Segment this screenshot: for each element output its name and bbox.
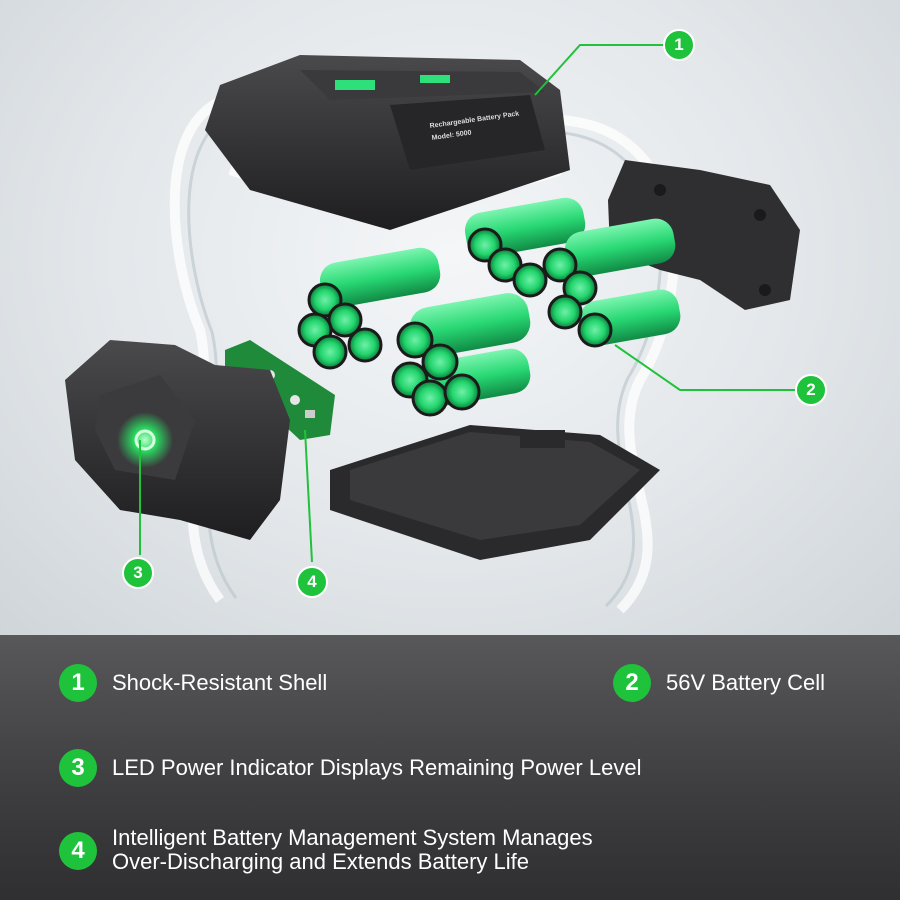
side-plate <box>608 160 800 310</box>
legend-badge-2: 2 <box>613 664 651 702</box>
legend-item-4-line2: Over-Discharging and Extends Battery Lif… <box>112 849 529 874</box>
exploded-battery-photo: Rechargeable Battery Pack Model: 5000 <box>0 0 900 635</box>
legend-badge-3: 3 <box>59 749 97 787</box>
end-cap <box>65 340 290 540</box>
legend-badge-1: 1 <box>59 664 97 702</box>
legend-badge-4: 4 <box>59 832 97 870</box>
battery-exploded-view: Rechargeable Battery Pack Model: 5000 <box>65 44 800 608</box>
callout-lines <box>139 44 795 563</box>
callout-badge-1: 1 <box>663 29 695 61</box>
callout-badge-4: 4 <box>296 566 328 598</box>
callout-badge-3: 3 <box>122 557 154 589</box>
legend-item-2-text: 56V Battery Cell <box>666 670 825 695</box>
battery-cell-packs <box>297 197 681 417</box>
legend-item-1-text: Shock-Resistant Shell <box>112 670 328 695</box>
feature-legend: 1 Shock-Resistant Shell 2 56V Battery Ce… <box>0 635 900 900</box>
legend-item-3-text: LED Power Indicator Displays Remaining P… <box>112 755 642 780</box>
led-glow <box>117 412 173 468</box>
bottom-housing <box>330 425 660 560</box>
legend-item-4-line1: Intelligent Battery Management System Ma… <box>112 825 593 850</box>
top-shell: Rechargeable Battery Pack Model: 5000 <box>205 55 570 230</box>
callout-badge-2: 2 <box>795 374 827 406</box>
power-icon <box>134 429 156 451</box>
